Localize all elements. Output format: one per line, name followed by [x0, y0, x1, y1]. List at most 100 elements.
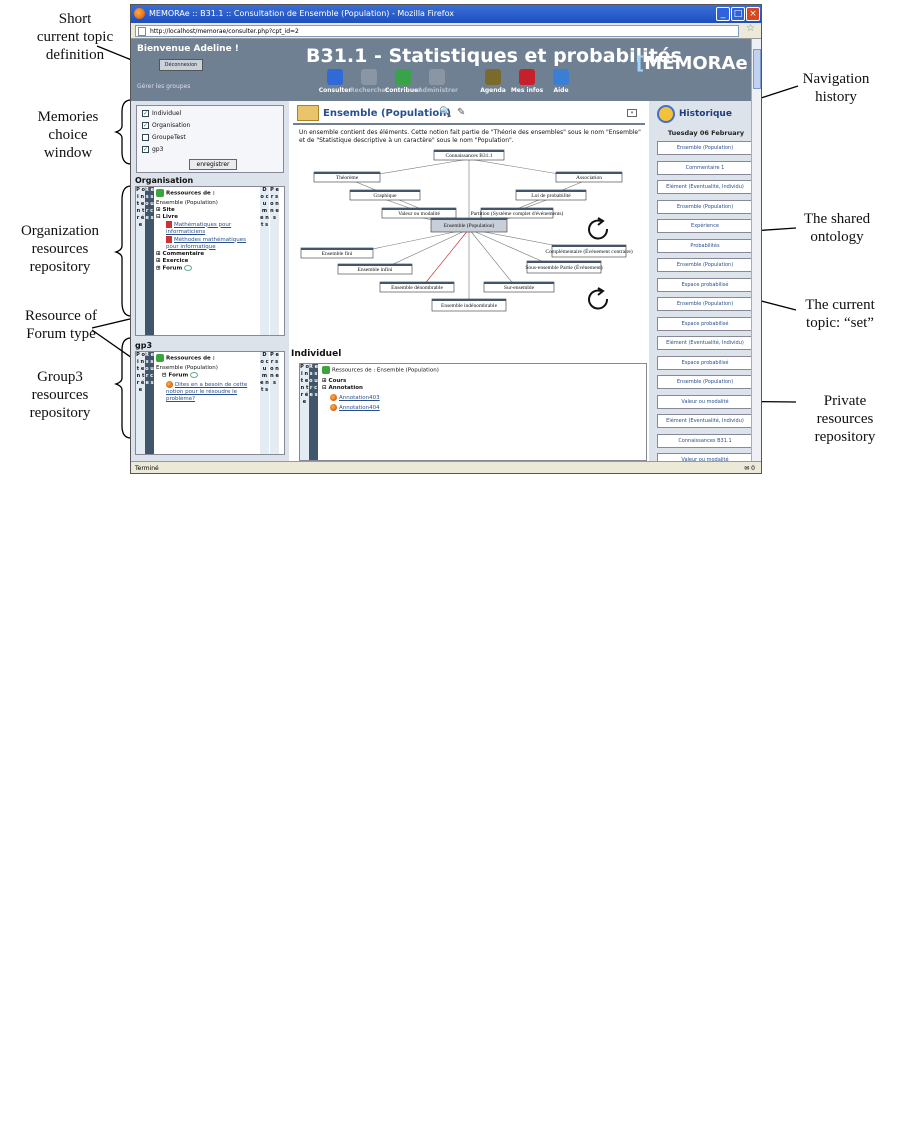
- ontology-node-indenombrable[interactable]: Ensemble indénombrable: [431, 298, 507, 312]
- documents-strip[interactable]: D o c u m e n t s: [260, 187, 269, 335]
- history-item[interactable]: Espace probabilisé: [657, 277, 753, 292]
- book-link[interactable]: Mathématiques pour informaticiens: [166, 220, 232, 235]
- tree-node-site[interactable]: ⊞ Site: [156, 206, 175, 213]
- ontology-node-partition[interactable]: Partition (Système complet d'événements): [471, 207, 564, 219]
- minimize-button[interactable]: _: [716, 7, 730, 21]
- history-item[interactable]: Ensemble (Population): [657, 258, 753, 272]
- ontology-node-denombrable[interactable]: Ensemble dénombrable: [379, 281, 455, 293]
- persons-strip[interactable]: P e r s o n n e s: [270, 352, 279, 454]
- history-item[interactable]: Ensemble (Population): [657, 199, 753, 214]
- ontology-node-complementaire[interactable]: Complémentaire (Événement contraire): [545, 244, 633, 258]
- history-item[interactable]: Expérience: [657, 219, 753, 233]
- ontology-node-label: Sur-ensemble: [504, 285, 535, 291]
- memory-option[interactable]: ✓gp3: [142, 146, 163, 154]
- toolbar-button[interactable]: Agenda: [474, 67, 512, 99]
- toolbar-button[interactable]: Aide: [542, 67, 580, 99]
- memory-option[interactable]: ✓Organisation: [142, 122, 190, 130]
- history-item[interactable]: Elément (Eventualité, Individu): [657, 336, 753, 350]
- checkbox[interactable]: ✓: [142, 122, 149, 129]
- expand-icon[interactable]: »: [627, 109, 637, 117]
- resources-strip[interactable]: R e s s o u r c e s: [145, 187, 154, 335]
- manage-groups-link[interactable]: Gérer les groupes: [137, 83, 191, 90]
- tree-node-cours[interactable]: ⊞ Cours: [322, 377, 347, 384]
- url-input[interactable]: http://localhost/memorae/consulter.php?c…: [135, 25, 739, 37]
- resources-strip[interactable]: R e s s o u r c e s: [145, 352, 154, 454]
- ontology-node-graphique[interactable]: Graphique: [349, 189, 421, 201]
- ontology-node-infini[interactable]: Ensemble infini: [337, 263, 413, 275]
- checkbox[interactable]: [142, 134, 149, 141]
- history-item[interactable]: Valeur ou modalité: [657, 394, 753, 409]
- rotate-icon[interactable]: [588, 287, 609, 310]
- user-icon: [519, 69, 535, 85]
- ontology-node-theorie[interactable]: Théorème: [313, 171, 381, 183]
- toolbar-label: Rechercher: [350, 87, 389, 94]
- page-icon: [138, 27, 146, 36]
- history-item[interactable]: Espace probabilisé: [657, 316, 753, 331]
- history-item[interactable]: Connaissances B31.1: [657, 433, 753, 448]
- ontology-node-label: Sous-ensemble Partie (Événement): [525, 263, 602, 271]
- memory-option[interactable]: ✓Individuel: [142, 110, 181, 118]
- rotate-icon[interactable]: [588, 217, 609, 240]
- close-button[interactable]: ×: [746, 7, 760, 21]
- ontology-node-sous-ensemble[interactable]: Sous-ensemble Partie (Événement): [525, 260, 603, 274]
- individual-resources-tree: Ressources de : Ensemble (Population) ⊞ …: [322, 366, 622, 412]
- tree-node-forum[interactable]: ⊟ Forum: [156, 371, 258, 380]
- memory-label: GroupeTest: [152, 134, 186, 141]
- bookmark-star-icon[interactable]: ☆: [746, 23, 755, 34]
- memory-option[interactable]: GroupeTest: [142, 134, 186, 142]
- toolbar-button[interactable]: Administrer: [418, 67, 458, 99]
- ontology-node-valeur[interactable]: Valeur ou modalité: [381, 207, 457, 219]
- tree-node-commentaire[interactable]: ⊞ Commentaire: [156, 250, 205, 257]
- tree-node-annotation[interactable]: ⊟ Annotation: [322, 384, 363, 391]
- tree-node-forum[interactable]: ⊞ Forum: [156, 264, 258, 273]
- vertical-scrollbar[interactable]: [751, 39, 761, 461]
- checkbox[interactable]: ✓: [142, 146, 149, 153]
- checkbox[interactable]: ✓: [142, 110, 149, 117]
- ontology-node-label: Ensemble indénombrable: [441, 303, 498, 309]
- ontology-node-fini[interactable]: Ensemble fini: [300, 247, 374, 259]
- ontology-node-association[interactable]: Association: [555, 171, 623, 183]
- book-link[interactable]: Méthodes mathématiques pour informatique: [166, 235, 247, 250]
- toolbar-button[interactable]: Consulter: [316, 67, 354, 99]
- scrollbar-thumb[interactable]: [753, 49, 761, 89]
- documents-strip[interactable]: D o c u m e n t s: [260, 352, 269, 454]
- history-item[interactable]: Espace probabilisé: [657, 355, 753, 370]
- annotation-line: window: [43, 145, 93, 161]
- save-button[interactable]: enregistrer: [189, 159, 237, 170]
- ontology-node-sur-ensemble[interactable]: Sur-ensemble: [483, 281, 555, 293]
- maximize-button[interactable]: □: [731, 7, 745, 21]
- annotation-line: topic: “set”: [806, 315, 874, 331]
- ontology-node-label: Partition (Système complet d'événements): [471, 210, 564, 217]
- history-title: Historique: [679, 109, 732, 119]
- logout-button[interactable]: Déconnexion: [159, 59, 203, 71]
- logo-text: MEMORAe: [644, 53, 748, 74]
- toolbar-button[interactable]: Mes infos: [508, 67, 546, 99]
- forum-post-link[interactable]: Dites en a besoin de cette notion pour l…: [166, 381, 248, 402]
- resources-strip[interactable]: R e s s o u r c e s: [309, 364, 318, 460]
- history-item[interactable]: Ensemble (Population): [657, 375, 753, 389]
- entry-point-strip[interactable]: P o i n t e n t r é e: [136, 187, 145, 335]
- ontology-node-current[interactable]: Ensemble (Population): [430, 217, 508, 233]
- entry-point-strip[interactable]: P o i n t e n t r é e: [136, 352, 145, 454]
- history-item[interactable]: Commentaire 1: [657, 160, 753, 175]
- toolbar-button[interactable]: Contribuer: [384, 67, 422, 99]
- persons-strip[interactable]: P e r s o n n e s: [270, 187, 279, 335]
- tree-node-exercice[interactable]: ⊞ Exercice: [156, 257, 189, 264]
- edit-icon[interactable]: ✎: [457, 107, 466, 118]
- tree-node-livre[interactable]: ⊟ Livre: [156, 213, 178, 220]
- history-item[interactable]: Elément (Eventualité, Individu): [657, 180, 753, 194]
- toolbar-button[interactable]: Rechercher: [350, 67, 388, 99]
- ontology-node-loi[interactable]: Loi de probabilité: [515, 189, 587, 201]
- page-title: B31.1 - Statistiques et probabilités: [306, 45, 682, 67]
- entry-point-strip[interactable]: P o i n t e n t r é e: [300, 364, 309, 460]
- annotation-link[interactable]: Annotation403: [322, 393, 622, 402]
- history-item[interactable]: Ensemble (Population): [657, 297, 753, 311]
- history-item[interactable]: Elément (Eventualité, Individu): [657, 414, 753, 428]
- search-icon[interactable]: 🔍: [439, 107, 452, 118]
- gp3-resources-tree: Ressources de : Ensemble (Population) ⊟ …: [156, 354, 258, 403]
- annotation-link[interactable]: Annotation404: [322, 403, 622, 412]
- history-item[interactable]: Ensemble (Population): [657, 141, 753, 155]
- history-item[interactable]: Probabilités: [657, 238, 753, 253]
- ontology-node-root[interactable]: Connaissances B31.1: [433, 149, 505, 161]
